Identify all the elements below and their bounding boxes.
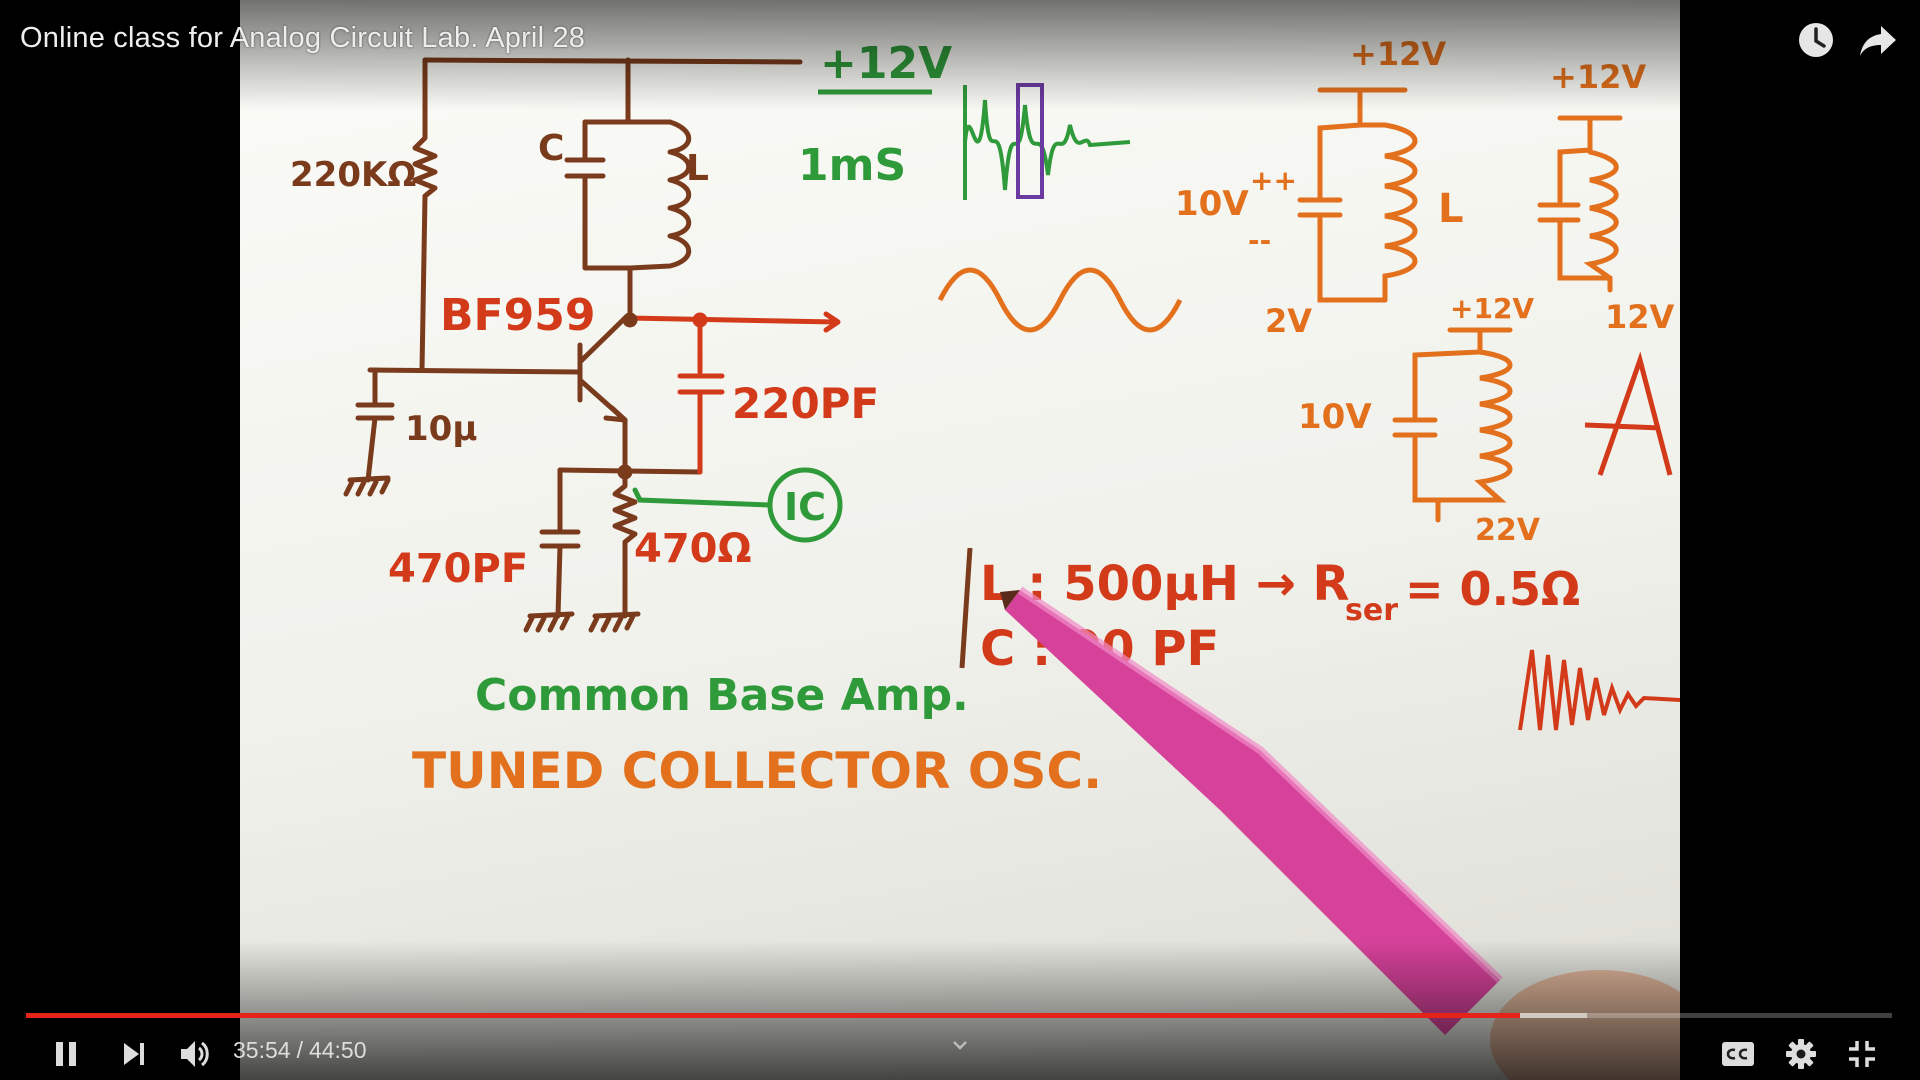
- hand: [1490, 970, 1680, 1080]
- ic-indicator: [632, 467, 843, 543]
- progress-bar[interactable]: [26, 1013, 1892, 1018]
- burst-waveform: [963, 85, 1131, 200]
- cap-c-label: C: [538, 128, 564, 169]
- supply-label: +12V: [820, 38, 952, 89]
- feedback-cap-label: 220PF: [732, 379, 879, 428]
- tank-diagram-right: [1537, 115, 1623, 293]
- chevron-down-icon: [953, 1041, 967, 1050]
- pause-button[interactable]: [42, 1030, 90, 1078]
- equation-bracket: [959, 547, 973, 669]
- waveform-time-label: 1mS: [798, 140, 906, 191]
- tank-diagram-middle: [1392, 327, 1513, 523]
- tank-middle-bottom-voltage: 22V: [1475, 513, 1541, 548]
- video-title[interactable]: Online class for Analog Circuit Lab. Apr…: [20, 22, 586, 54]
- share-button[interactable]: [1856, 18, 1900, 62]
- video-frame[interactable]: +12V 220KΩ C L BF959 10μ 220PF 470PF 470…: [240, 0, 1680, 1080]
- caption-tuned-collector: TUNED COLLECTOR OSC.: [412, 742, 1102, 800]
- exit-fullscreen-icon: [1849, 1041, 1875, 1067]
- tank-top-plus: ++: [1250, 164, 1297, 197]
- clock-icon: [1799, 23, 1833, 57]
- transistor-label: BF959: [440, 290, 595, 341]
- exit-fullscreen-button[interactable]: [1838, 1030, 1886, 1078]
- tank-middle-cap-voltage: 10V: [1298, 397, 1372, 437]
- equation-subscript: ser: [1345, 593, 1398, 628]
- pause-icon: [56, 1042, 76, 1066]
- settings-gear-icon: [1786, 1039, 1816, 1069]
- next-button[interactable]: [110, 1030, 158, 1078]
- chevron-button[interactable]: [946, 1032, 974, 1060]
- equation-resistance: = 0.5Ω: [1405, 562, 1580, 616]
- current-time: 35:54: [233, 1037, 291, 1063]
- share-arrow-icon: [1860, 26, 1896, 56]
- tank-top-cap-voltage: 10V: [1175, 184, 1249, 224]
- emitter-res-label: 470Ω: [634, 526, 752, 572]
- next-icon: [124, 1043, 144, 1065]
- time-separator: /: [296, 1037, 303, 1063]
- emitter-cap-label: 470PF: [388, 546, 528, 592]
- tank-right-supply: +12V: [1550, 58, 1646, 96]
- ic-label: IC: [784, 485, 826, 529]
- tank-top-bottom-voltage: 2V: [1265, 302, 1312, 340]
- tank-right-bottom-voltage: 12V: [1605, 298, 1675, 336]
- caption-common-base: Common Base Amp.: [475, 670, 969, 721]
- time-display: 35:54/44:50: [233, 1037, 367, 1064]
- tank-top-supply: +12V: [1350, 35, 1446, 73]
- tank-top-ind-label: L: [1438, 186, 1464, 232]
- bypass-cap-label: 10μ: [405, 409, 477, 449]
- volume-icon: [181, 1041, 209, 1067]
- feedback-wiring: [617, 311, 841, 480]
- closed-captions-icon: [1722, 1042, 1754, 1066]
- tank-top-minus: --: [1248, 224, 1271, 257]
- pink-pointer: [1000, 586, 1503, 1035]
- tank-middle-supply: +12V: [1450, 292, 1534, 325]
- circuit-wiring: [343, 57, 803, 633]
- captions-button[interactable]: [1714, 1030, 1762, 1078]
- volume-button[interactable]: [171, 1030, 219, 1078]
- settings-button[interactable]: [1777, 1030, 1825, 1078]
- inductor-l-label: L: [686, 148, 709, 189]
- partial-letter-shape: [1584, 351, 1673, 476]
- decay-waveform: [1518, 649, 1680, 731]
- whiteboard-drawing: +12V 220KΩ C L BF959 10μ 220PF 470PF 470…: [290, 35, 1680, 1080]
- sine-waveform: [937, 267, 1183, 333]
- duration: 44:50: [308, 1037, 367, 1063]
- tank-diagram-top: [1297, 87, 1418, 303]
- watch-later-button[interactable]: [1794, 18, 1838, 62]
- bias-resistor-label: 220KΩ: [290, 155, 416, 195]
- progress-played: [26, 1013, 1521, 1018]
